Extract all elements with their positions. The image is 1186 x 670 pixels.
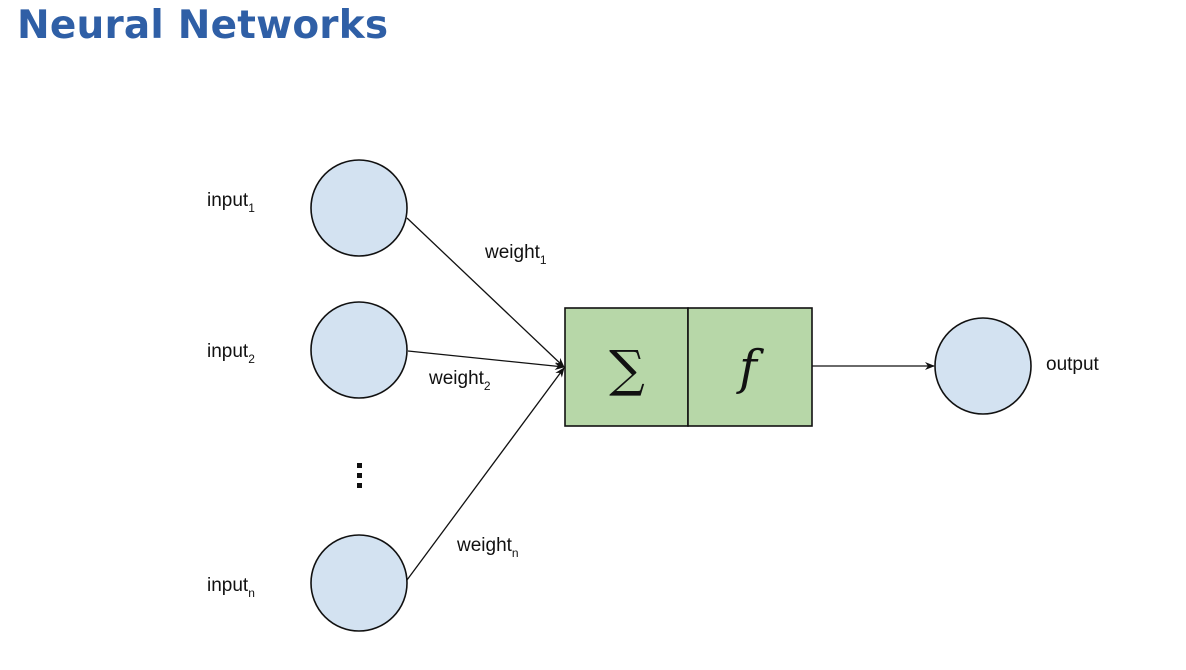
input-label-n: inputn: [207, 575, 255, 600]
edge-input-n: [406, 367, 565, 581]
edge-input-2: [407, 350, 565, 371]
input-node-2: [310, 301, 408, 399]
vertical-ellipsis-icon: [357, 463, 362, 488]
summation-symbol: ∑: [609, 340, 645, 398]
weight-label-n: weightn: [456, 535, 519, 560]
input-label-1: input1: [207, 190, 255, 215]
weight-label-1: weight1: [484, 242, 547, 267]
output-label: output: [1046, 354, 1100, 375]
weight-label-2: weight2: [428, 368, 491, 393]
activation-cell: [687, 307, 813, 427]
edge-input-1: [406, 217, 565, 368]
page-title: Neural Networks: [17, 3, 389, 48]
input-node-1: [310, 159, 408, 257]
summation-cell: [564, 307, 689, 427]
input-node-n: [310, 534, 408, 632]
input-label-2: input2: [207, 341, 255, 366]
output-node: [934, 317, 1032, 415]
